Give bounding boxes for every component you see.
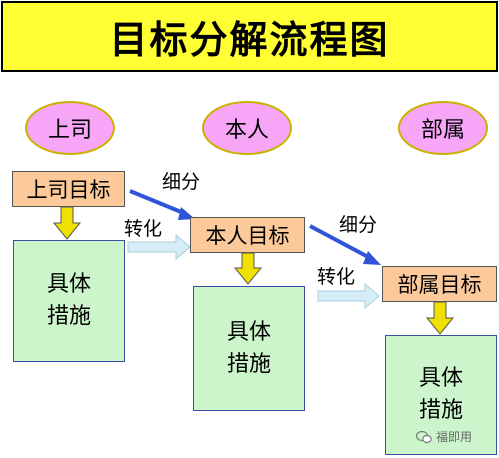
measure-box-subordinate: 具体措施 (385, 335, 497, 455)
role-oval-boss: 上司 (25, 101, 115, 155)
measure-line: 措施 (46, 304, 91, 329)
role-label: 上司 (47, 118, 92, 143)
goal-box-subordinate: 部属目标 (382, 266, 497, 302)
goal-label: 上司目标 (26, 178, 111, 202)
watermark: 福即用 (416, 428, 472, 445)
down-arrow-self (233, 252, 263, 285)
measure-box-boss: 具体措施 (13, 240, 125, 362)
role-oval-subordinate: 部属 (398, 101, 488, 155)
watermark-text: 福即用 (436, 430, 473, 444)
breakdown-label-2: 细分 (339, 214, 378, 236)
measure-line: 具体 (418, 366, 463, 391)
breakdown-arrow-1 (129, 189, 187, 216)
role-label: 本人 (224, 118, 269, 143)
goal-box-self: 本人目标 (190, 217, 305, 253)
measure-line: 具体 (226, 319, 271, 345)
breakdown-arrowhead-2 (363, 251, 381, 265)
transform-label-2: 转化 (317, 266, 356, 288)
measure-line: 具体 (46, 272, 91, 297)
measure-line: 措施 (418, 398, 463, 423)
role-oval-self: 本人 (202, 101, 292, 155)
down-arrow-boss (52, 206, 82, 240)
chat-bubbles-icon (416, 430, 432, 443)
goal-box-boss: 上司目标 (12, 171, 125, 207)
down-arrow-subordinate (425, 301, 455, 335)
measure-box-self: 具体措施 (193, 286, 305, 411)
goal-label: 本人目标 (205, 224, 290, 248)
breakdown-label-1: 细分 (162, 171, 201, 193)
diagram-title: 目标分解流程图 (1, 1, 498, 72)
transform-label-1: 转化 (124, 218, 163, 240)
role-label: 部属 (420, 118, 465, 143)
measure-line: 措施 (226, 351, 271, 377)
goal-label: 部属目标 (397, 273, 482, 297)
